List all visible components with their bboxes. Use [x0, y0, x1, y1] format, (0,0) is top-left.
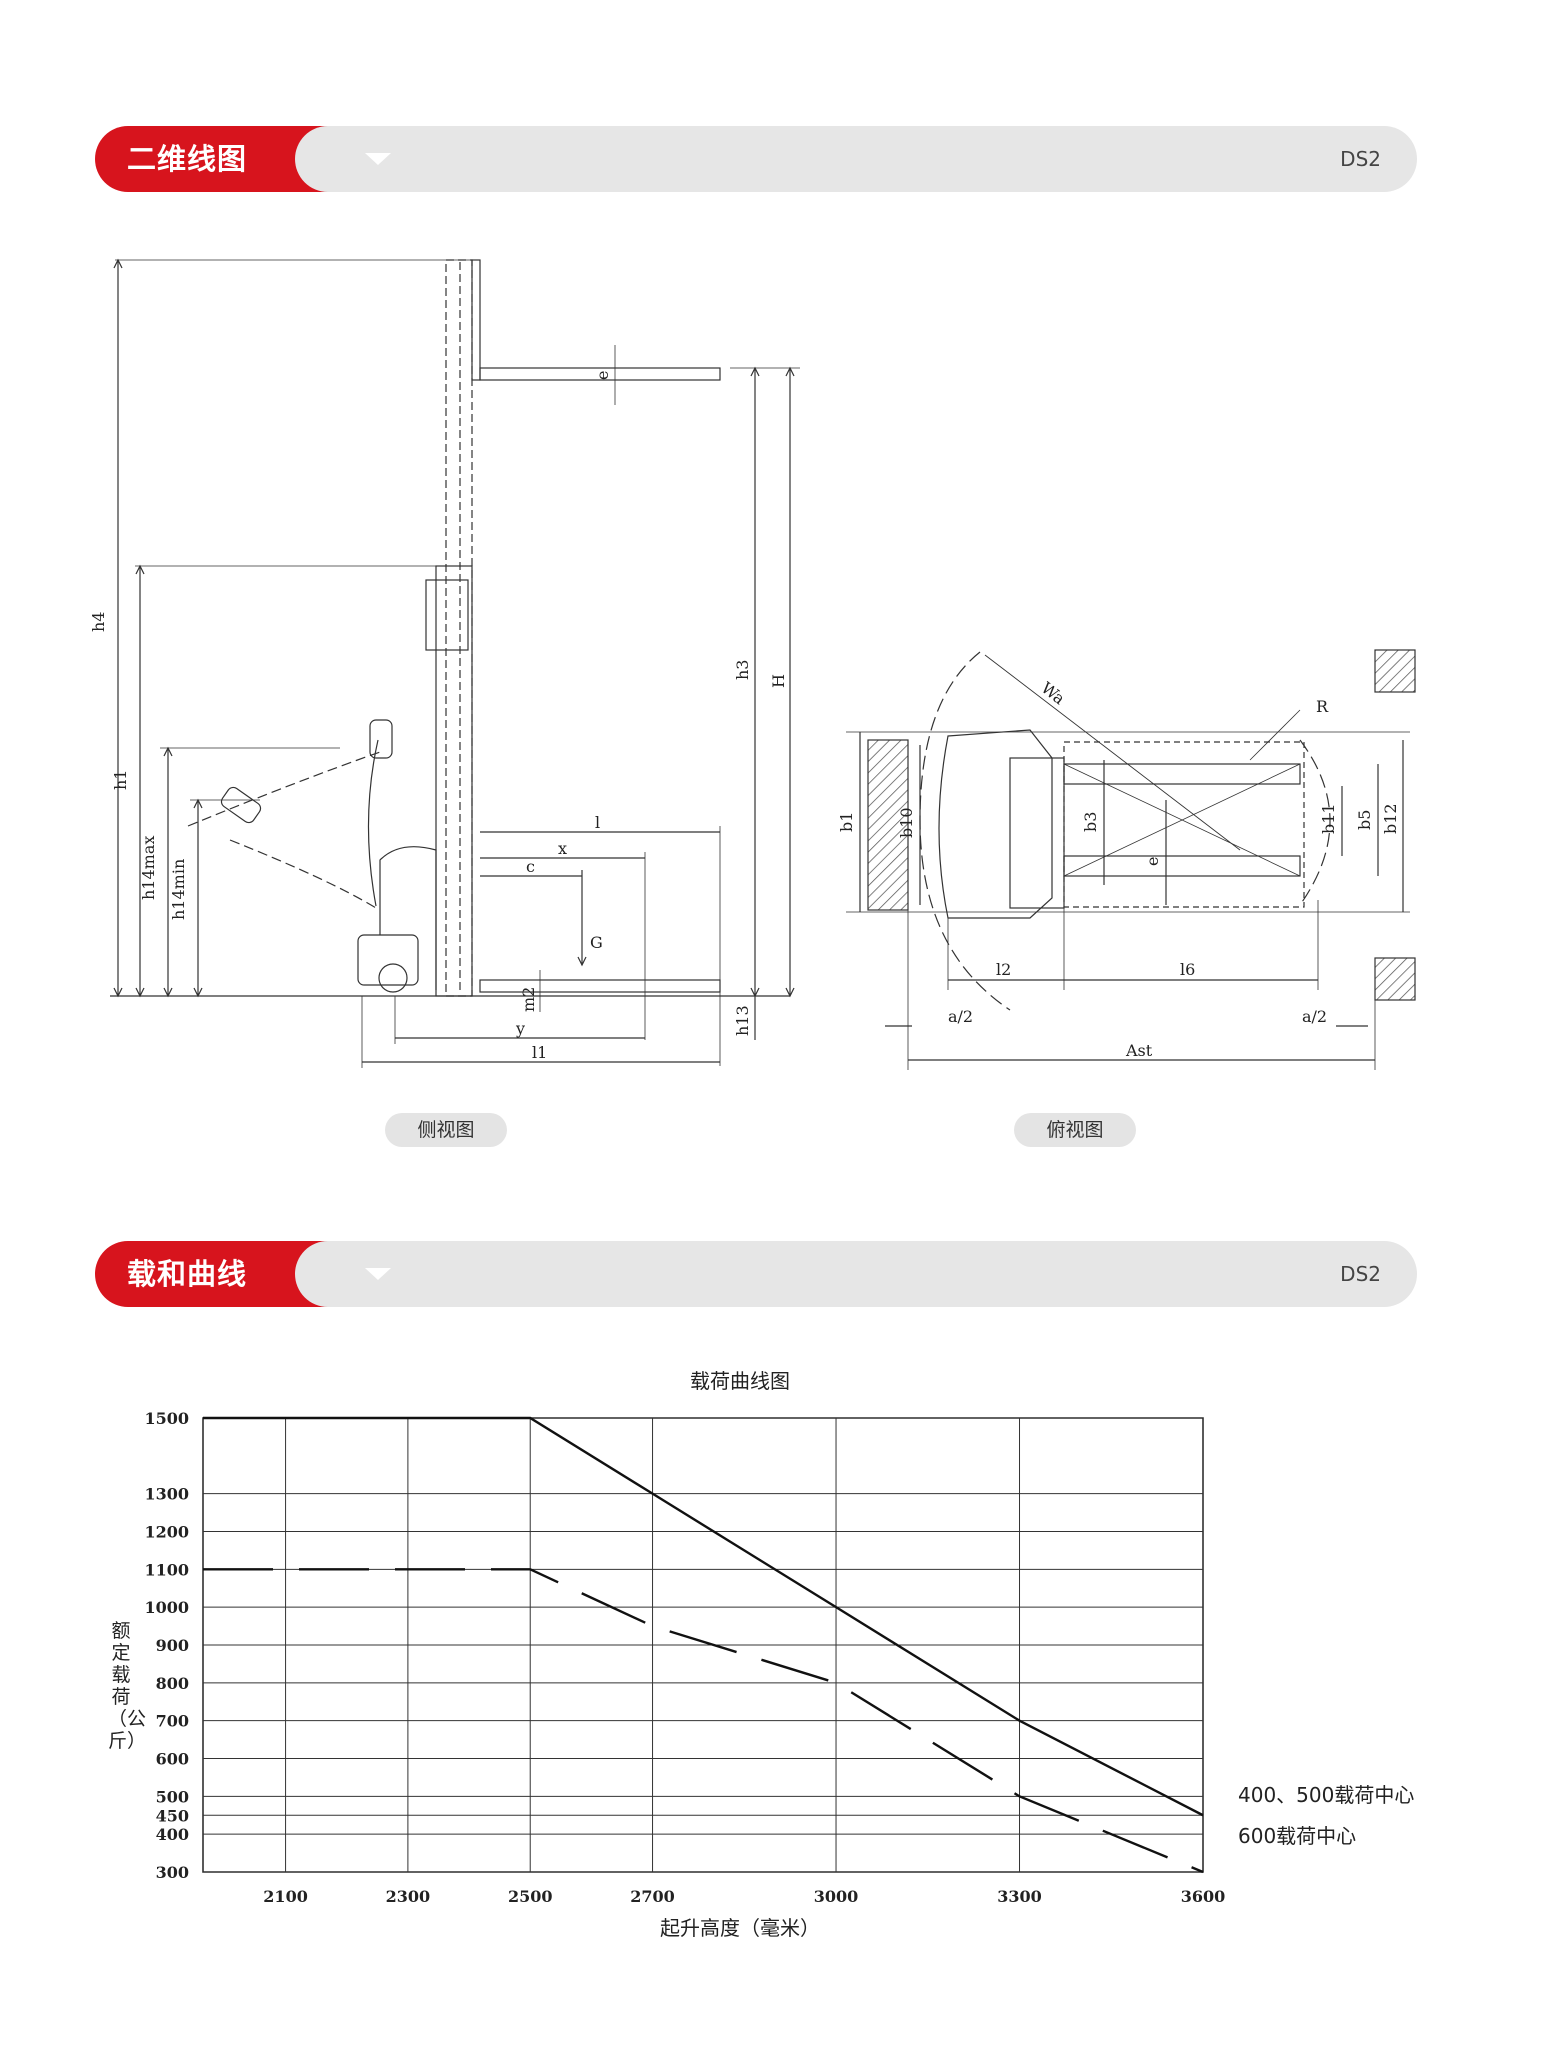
dim-h14max: h14max — [139, 836, 158, 900]
y-tick-label: 800 — [156, 1674, 189, 1693]
y-tick-label: 400 — [156, 1825, 189, 1844]
x-tick-label: 2700 — [630, 1887, 675, 1906]
section-header-drawing: 二维线图 DS2 — [95, 126, 1417, 192]
dim-e2: e — [1143, 857, 1162, 866]
dim-h14min: h14min — [169, 859, 188, 920]
x-tick-label: 3300 — [997, 1887, 1042, 1906]
y-tick-label: 1500 — [144, 1409, 189, 1428]
series-line-2 — [203, 1568, 1204, 1874]
chart-title: 载荷曲线图 — [690, 1369, 790, 1393]
dim-l6: l6 — [1180, 960, 1195, 979]
dim-c: c — [526, 857, 535, 876]
dim-a2-left: a/2 — [948, 1007, 973, 1026]
y-tick-label: 1300 — [144, 1485, 189, 1504]
y-tick-label: 1200 — [144, 1523, 189, 1542]
dim-b1: b1 — [837, 812, 856, 832]
dim-l2: l2 — [996, 960, 1011, 979]
dim-b10: b10 — [897, 807, 916, 838]
dim-b11: b11 — [1319, 803, 1338, 834]
chevron-down-icon[interactable] — [365, 1268, 391, 1280]
top-view-label: 俯视图 — [1014, 1113, 1136, 1147]
section-title: 二维线图 — [127, 142, 248, 176]
y-tick-label: 900 — [156, 1636, 189, 1655]
dim-Ast: Ast — [1125, 1041, 1153, 1060]
chevron-down-icon[interactable] — [365, 153, 391, 165]
dim-l: l — [595, 813, 600, 832]
y-tick-label: 700 — [156, 1712, 189, 1731]
y-tick-label: 600 — [156, 1750, 189, 1769]
legend-dashed: 600载荷中心 — [1238, 1824, 1357, 1848]
y-tick-label: 300 — [156, 1863, 189, 1882]
model-code: DS2 — [1340, 1262, 1381, 1286]
dim-h4: h4 — [89, 612, 108, 632]
side-view-label: 侧视图 — [385, 1113, 507, 1147]
x-tick-label: 2300 — [386, 1887, 431, 1906]
x-tick-label: 2500 — [508, 1887, 553, 1906]
dim-b5: b5 — [1355, 810, 1374, 830]
dim-x: x — [558, 839, 567, 858]
dim-H: H — [769, 674, 788, 688]
x-tick-label: 3600 — [1181, 1887, 1226, 1906]
y-tick-label: 500 — [156, 1787, 189, 1806]
model-code: DS2 — [1340, 147, 1381, 171]
dim-h13: h13 — [733, 1005, 752, 1036]
dim-l1: l1 — [532, 1043, 547, 1062]
y-tick-label: 1100 — [144, 1560, 189, 1579]
dim-e: e — [593, 371, 612, 380]
dim-a2-right: a/2 — [1302, 1007, 1327, 1026]
x-axis-label: 起升高度（毫米） — [660, 1916, 820, 1940]
dim-h1: h1 — [111, 770, 130, 790]
dim-G: G — [590, 933, 603, 952]
dim-m2: m2 — [519, 987, 538, 1012]
dim-y: y — [515, 1019, 525, 1038]
x-tick-label: 3000 — [814, 1887, 859, 1906]
dim-R: R — [1316, 697, 1329, 716]
y-tick-label: 450 — [156, 1806, 189, 1825]
legend-solid: 400、500载荷中心 — [1238, 1783, 1415, 1807]
section-title: 载和曲线 — [127, 1257, 248, 1291]
series-line-1 — [203, 1416, 1204, 1817]
x-tick-label: 2100 — [263, 1887, 308, 1906]
technical-drawing: h4 h1 h14max h14min e h3 H h13 l x c G m… — [89, 258, 1416, 1070]
dim-h3: h3 — [733, 660, 752, 680]
dim-b3: b3 — [1081, 812, 1100, 832]
dim-b12: b12 — [1381, 803, 1400, 834]
section-header-curve: 载和曲线 DS2 — [95, 1241, 1417, 1307]
y-tick-label: 1000 — [144, 1598, 189, 1617]
